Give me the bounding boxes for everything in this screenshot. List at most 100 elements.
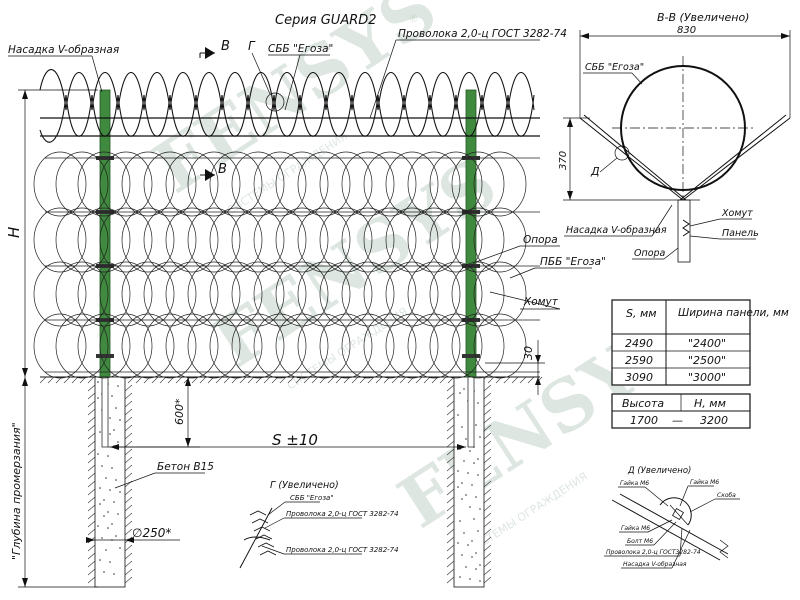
ground-hatch-stroke [287,376,295,384]
footing-hatch-stroke [124,400,133,408]
table-span-header-width-text: Ширина панели, мм [678,307,789,319]
coil-loop [319,151,373,217]
concrete-dot [479,564,481,566]
concrete-dot [457,542,459,544]
dim-30-arrow-bottom [535,377,541,385]
coil-loop [451,313,505,379]
footing-hatch-stroke [483,408,492,416]
detail-d-leader-v-nozzle [671,529,691,569]
ground-hatch-stroke [247,376,255,384]
coil-loop [363,151,417,217]
coil-loop [165,151,219,217]
footing-hatch-stroke [124,496,133,504]
table-span-cell: 3090 [625,371,653,384]
detail-g-leader-wire2 [261,545,285,555]
footing-hatch-stroke [446,432,455,440]
section-dim-arrow-right [781,33,790,39]
section-leader-sbb [631,72,643,85]
concrete-dot [109,417,111,419]
detail-g-barb [259,550,277,556]
concrete-dot [477,530,479,532]
detail-d-leader-bolt [653,521,677,546]
concrete-dot [465,438,467,440]
concrete-dot [101,537,103,539]
footing-hatch-stroke [87,392,96,400]
ground-hatch-stroke [39,376,47,384]
detail-d-label-wire: Проволока 2,0-ц ГОСТ3282-74 [606,549,701,556]
footing-hatch-stroke [483,512,492,520]
section-dim-370-arrow-bottom [567,191,573,200]
coil-loop [363,207,417,273]
detail-d-label-nut1: Гайка М6 [620,480,649,487]
footing-hatch-stroke [124,432,133,440]
ground-hatch-stroke [511,376,519,384]
dim-s-label: S ±10 [272,431,318,449]
footing-hatch-stroke [87,384,96,392]
section-label-d: Д [590,165,600,178]
coil-loop [143,151,197,217]
section-leader-support [663,247,679,260]
detail-g-barb [249,510,267,516]
post-right-underground [467,376,475,448]
footing-hatch-stroke [483,528,492,536]
concrete-dot [459,520,461,522]
detail-d-leader-nut1 [644,486,669,507]
concrete-dot [99,431,101,433]
ground-hatch-stroke [87,376,95,384]
coil-loop [55,313,109,379]
coil-loop [297,313,351,379]
concrete-dot [475,552,477,554]
footing-hatch-stroke [124,544,133,552]
coil-loop [385,261,439,327]
section-label-v-low: В [218,162,227,177]
section-v-arm-right-inner [679,114,787,201]
footing-hatch-stroke [446,408,455,416]
footing-hatch-stroke [483,544,492,552]
footing-hatch-stroke [87,432,96,440]
dim-h-arrow-bottom [22,368,28,377]
ground-hatch-stroke [175,376,183,384]
footing-hatch-stroke [87,440,96,448]
callout-circle-g [265,92,285,112]
ground-hatch-stroke [423,376,431,384]
detail-g-barb [251,518,269,524]
footing-hatch-stroke [87,544,96,552]
concrete-dot [471,556,473,558]
coil-loop [473,261,527,327]
coil-loop [33,207,87,273]
detail-g-label-wire1: Проволока 2,0-ц ГОСТ 3282-74 [286,510,399,518]
footing-hatch-stroke [124,504,133,512]
footing-hatch-stroke [446,496,455,504]
pbb-coils [33,151,540,379]
footing-hatch-stroke [483,536,492,544]
label-concrete: Бетон В15 [157,461,214,473]
coil-loop [121,261,175,327]
callout-label-g: Г [248,39,256,53]
concrete-dot [97,381,99,383]
coil-loop [165,261,219,327]
coil-loop [143,313,197,379]
label-sbb: СББ "Егоза" [268,43,333,55]
table-height-header-1: Высота [622,397,664,410]
concrete-dot [97,397,99,399]
concrete-dot [107,527,109,529]
concrete-dot [111,467,113,469]
coil-loop [473,151,527,217]
dim-freeze-arrow-top [22,377,28,386]
detail-d-arm-1 [611,499,721,561]
coil-loop [451,151,505,217]
footing-hatch-stroke [124,456,133,464]
concrete-dot [117,385,119,387]
ground-hatch-stroke [335,376,343,384]
concrete-dot [117,513,119,515]
coil-loop [385,313,439,379]
coil-loop [253,261,307,327]
coil-loop [341,313,395,379]
leader-clamp [489,291,561,310]
watermark: FENSYS СИСТЕМЫ ОГРАЖДЕНИЯ FENSYS СИСТЕМЫ… [139,0,696,558]
concrete-dot [97,453,99,455]
detail-g-wire-art [239,507,277,569]
dim-30-label: 30 [522,346,535,360]
footing-hatch-stroke [124,408,133,416]
